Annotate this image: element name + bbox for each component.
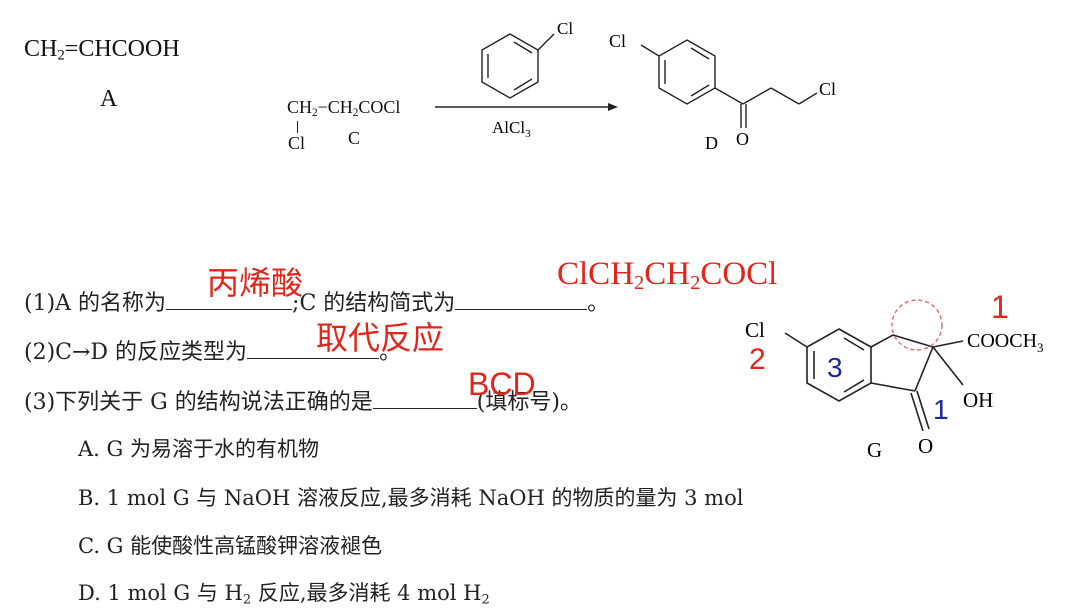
product-label: D <box>705 133 718 153</box>
answer-q2: 取代反应 <box>316 320 445 356</box>
answer-q1-name: 丙烯酸 <box>207 265 304 301</box>
reagent-cl: Cl <box>557 19 573 38</box>
g-cl: Cl <box>745 318 765 342</box>
question-2: (2)C→D 的反应类型为。 <box>24 334 401 366</box>
product-d-structure: Cl Cl O D <box>609 31 836 153</box>
option-d: D. 1 mol G 与 H2 反应,最多消耗 4 mol H2 <box>78 581 490 608</box>
g-ester: COOCH3 <box>967 330 1044 355</box>
product-o: O <box>736 129 749 149</box>
answer-q1-formula: ClCH2CH2COCl <box>557 256 778 295</box>
question-3: (3)下列关于 G 的结构说法正确的是(填标号)。 <box>24 384 582 416</box>
compound-c-label: C <box>348 128 361 148</box>
chlorobenzene-ring <box>481 33 555 99</box>
g-o: O <box>918 434 933 458</box>
compound-c-cl: Cl <box>288 133 306 153</box>
option-c: C. G 能使酸性高锰酸钾溶液褪色 <box>78 534 383 558</box>
structure-g: Cl COOCH3 OH O G 1 2 3 1 <box>745 289 1044 462</box>
g-label: G <box>867 438 882 462</box>
compound-a-label: A <box>100 86 118 112</box>
g-oh: OH <box>963 388 993 412</box>
answer-q3: BCD <box>468 366 536 402</box>
annot-red-2: 2 <box>749 343 766 376</box>
annot-blue-1: 1 <box>933 394 949 425</box>
annot-blue-3: 3 <box>827 352 843 383</box>
highlight-circle <box>891 299 943 351</box>
product-cl-left: Cl <box>609 31 626 51</box>
arrow-head <box>608 103 618 111</box>
compound-c-bond <box>297 121 298 133</box>
compound-c-formula: CH2−CH2COCl <box>287 97 401 119</box>
question-1: (1)A 的名称为;C 的结构简式为。 <box>24 285 609 317</box>
annot-red-1: 1 <box>991 289 1009 325</box>
option-b: B. 1 mol G 与 NaOH 溶液反应,最多消耗 NaOH 的物质的量为 … <box>78 486 744 510</box>
compound-a-formula: CH2=CHCOOH <box>24 36 180 64</box>
reaction-arrow-scheme: Cl AlCl3 <box>435 19 618 140</box>
option-a: A. G 为易溶于水的有机物 <box>78 437 319 461</box>
product-cl-right: Cl <box>819 79 836 99</box>
catalyst: AlCl3 <box>492 118 531 140</box>
